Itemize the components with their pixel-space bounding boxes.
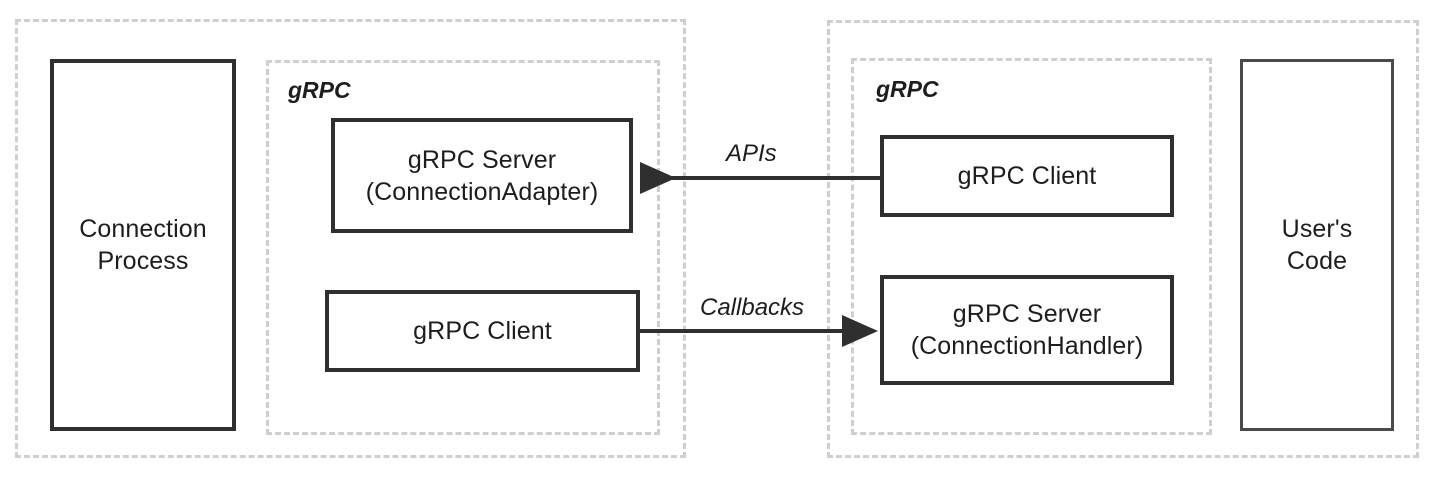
grpc-client-left-box[interactable]: gRPC Client (325, 290, 640, 372)
left-grpc-group (266, 60, 660, 435)
grpc-server-connection-adapter-box[interactable]: gRPC Server (ConnectionAdapter) (331, 118, 633, 233)
grpc-client-right-box[interactable]: gRPC Client (880, 135, 1174, 217)
users-code-group (827, 20, 1419, 458)
grpc-server-connection-handler-box[interactable]: gRPC Server (ConnectionHandler) (880, 275, 1174, 385)
users-code-box[interactable]: User's Code (1240, 59, 1394, 431)
connection-process-label: Connection Process (79, 215, 207, 275)
apis-edge-label: APIs (726, 140, 777, 167)
grpc-server-connection-adapter-label: gRPC Server (ConnectionAdapter) (365, 145, 599, 206)
connection-process-group (15, 19, 686, 458)
grpc-client-right-label: gRPC Client (957, 162, 1097, 190)
callbacks-edge-label: Callbacks (700, 294, 805, 321)
connection-process-box[interactable]: Connection Process (50, 59, 236, 431)
right-grpc-group-caption: gRPC (876, 76, 939, 102)
right-grpc-group (851, 58, 1212, 435)
grpc-client-left-label: gRPC Client (413, 317, 552, 345)
left-grpc-group-caption: gRPC (288, 77, 351, 103)
users-code-label: User's Code (1281, 215, 1353, 275)
apis-arrow (640, 162, 880, 194)
grpc-server-connection-handler-label: gRPC Server (ConnectionHandler) (910, 300, 1144, 360)
callbacks-arrow (640, 315, 878, 347)
